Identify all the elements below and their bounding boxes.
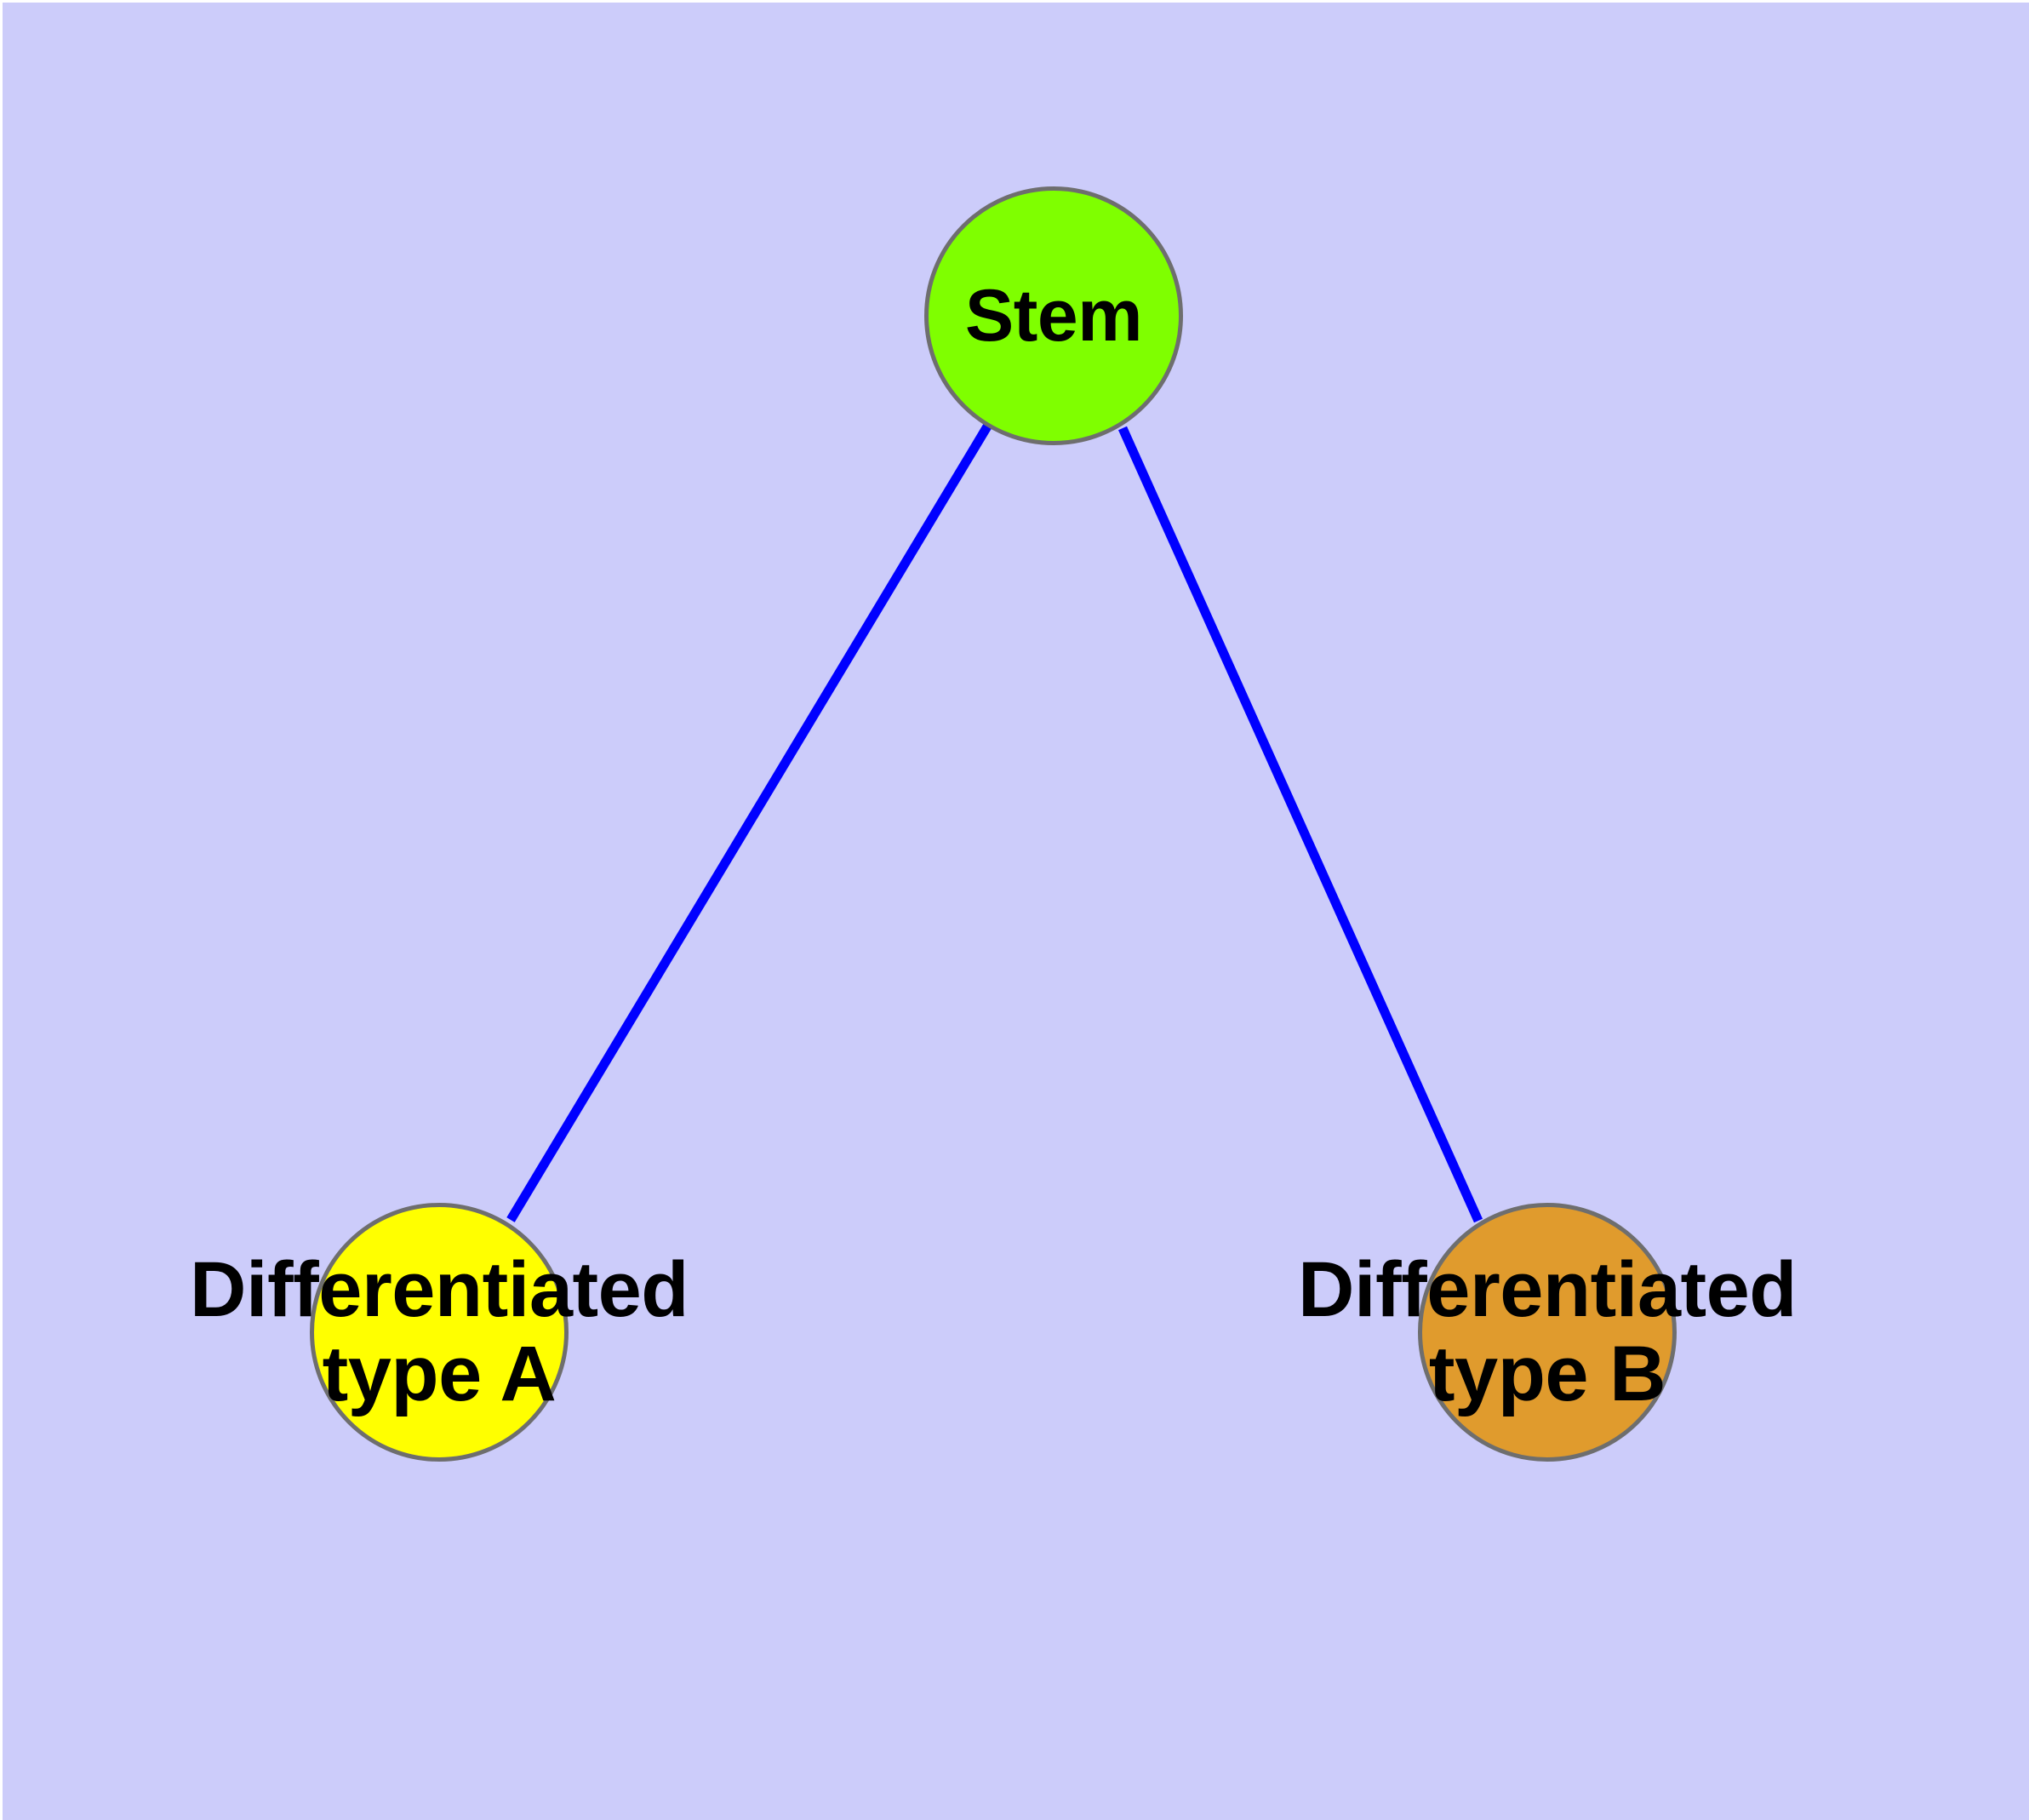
node-stem[interactable] bbox=[924, 186, 1183, 445]
node-differentiated-type-a[interactable] bbox=[310, 1203, 569, 1462]
edge-stem-to-differentiated-b bbox=[1117, 426, 1483, 1223]
edge-stem-to-differentiated-a bbox=[506, 424, 992, 1222]
node-differentiated-type-b[interactable] bbox=[1418, 1203, 1677, 1462]
